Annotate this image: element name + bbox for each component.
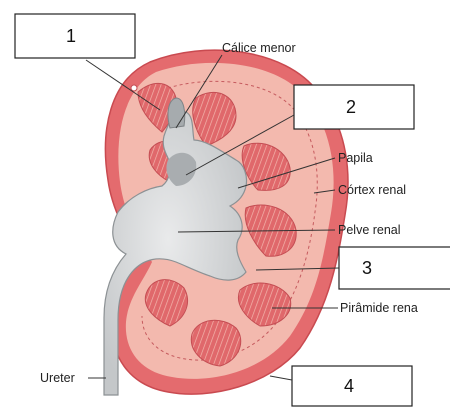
label-calice-menor: Cálice menor: [222, 41, 296, 55]
answer-box-number: 4: [344, 376, 354, 396]
minor-calyx: [168, 98, 185, 128]
label-piramide-renal: Pirâmide rena: [340, 301, 418, 315]
leader-box-4: [270, 376, 292, 380]
label-cortex-renal: Córtex renal: [338, 183, 406, 197]
label-papila: Papila: [338, 151, 373, 165]
answer-box-number: 3: [362, 258, 372, 278]
label-ureter: Ureter: [40, 371, 75, 385]
answer-box-number: 1: [66, 26, 76, 46]
label-pelve-renal: Pelve renal: [338, 223, 401, 237]
answer-box-4[interactable]: 4: [292, 366, 412, 406]
answer-box-number: 2: [346, 97, 356, 117]
answer-box-3[interactable]: 3: [339, 247, 450, 289]
glomerulus-marker: [131, 85, 137, 91]
answer-box-2[interactable]: 2: [294, 85, 414, 129]
answer-box-1[interactable]: 1: [15, 14, 135, 58]
